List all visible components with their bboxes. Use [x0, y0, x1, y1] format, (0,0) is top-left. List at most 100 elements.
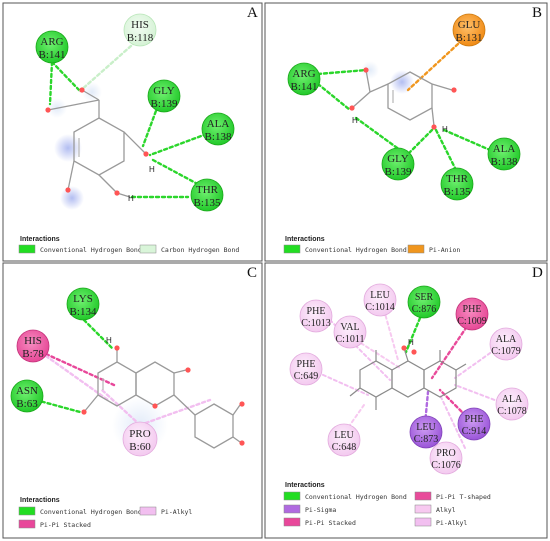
- polar-halo: [60, 186, 84, 210]
- residue-thr135[interactable]: THR B:135: [190, 178, 224, 212]
- svg-text:Pi-Alkyl: Pi-Alkyl: [161, 508, 192, 516]
- residue-arg141[interactable]: ARG B:141: [35, 30, 69, 64]
- pi-alkyl-line: [454, 384, 501, 403]
- conventional-hbond-line: [404, 316, 422, 354]
- residue-thr135[interactable]: THR B:135: [440, 167, 474, 201]
- svg-text:GLY: GLY: [153, 85, 175, 97]
- svg-text:B:138: B:138: [491, 156, 518, 168]
- panel-b-frame: [264, 2, 548, 262]
- svg-text:C:1011: C:1011: [335, 334, 364, 345]
- svg-text:B:118: B:118: [127, 32, 154, 44]
- svg-text:B:135: B:135: [444, 186, 471, 198]
- panel-d-letter: D: [532, 265, 543, 281]
- svg-text:GLU: GLU: [458, 19, 481, 31]
- atom-label-h: H: [408, 338, 414, 347]
- svg-text:HIS: HIS: [24, 335, 42, 347]
- panel-b: B H H: [264, 2, 548, 262]
- svg-text:Pi-Sigma: Pi-Sigma: [305, 506, 336, 514]
- residue-leu1014[interactable]: LEU C:1014: [363, 283, 397, 317]
- svg-text:Conventional Hydrogen Bond: Conventional Hydrogen Bond: [305, 493, 407, 501]
- atom-label-h: H: [106, 336, 112, 345]
- panel-d: D H: [264, 262, 548, 539]
- pi-alkyl-line: [311, 369, 369, 396]
- conventional-hbond-line: [434, 128, 457, 170]
- residue-pro1076[interactable]: PRO C:1076: [429, 441, 463, 475]
- polar-halo: [361, 61, 379, 79]
- svg-text:C:1078: C:1078: [497, 406, 526, 417]
- conventional-hbond-line: [316, 68, 368, 76]
- residue-lys134[interactable]: LYS B:134: [66, 287, 100, 321]
- svg-text:B:141: B:141: [39, 49, 66, 61]
- atom-label-h: H: [352, 116, 358, 125]
- svg-text:C:873: C:873: [414, 434, 438, 445]
- svg-text:Pi-Pi Stacked: Pi-Pi Stacked: [40, 521, 91, 529]
- residue-phe1009[interactable]: PHE C:1009: [455, 297, 489, 331]
- residue-glu131[interactable]: GLU B:131: [452, 13, 486, 47]
- polar-halo: [82, 82, 102, 102]
- svg-text:THR: THR: [196, 184, 219, 196]
- residue-phe914[interactable]: PHE C:914: [457, 407, 491, 441]
- ligand-molecule: [351, 69, 453, 127]
- residue-his78[interactable]: HIS B:78: [16, 329, 50, 363]
- svg-text:LEU: LEU: [370, 290, 390, 301]
- svg-text:Pi-Anion: Pi-Anion: [429, 246, 460, 254]
- svg-text:C:649: C:649: [294, 371, 318, 382]
- svg-text:ARG: ARG: [292, 68, 315, 80]
- atom-label-h: H: [149, 165, 155, 174]
- residue-gly139[interactable]: GLY B:139: [147, 79, 181, 113]
- svg-text:B:78: B:78: [22, 348, 44, 360]
- residue-leu873[interactable]: LEU C:873: [409, 415, 443, 449]
- svg-text:Pi-Alkyl: Pi-Alkyl: [436, 519, 467, 527]
- svg-text:C:1079: C:1079: [491, 346, 520, 357]
- residue-gly139[interactable]: GLY B:139: [381, 147, 415, 181]
- svg-text:Interactions: Interactions: [285, 482, 325, 489]
- conventional-hbond-line: [82, 318, 114, 350]
- legend-c: Interactions Conventional Hydrogen Bond …: [18, 497, 192, 529]
- svg-text:C:914: C:914: [462, 426, 486, 437]
- conventional-hbond-line: [34, 398, 82, 414]
- svg-text:ALA: ALA: [207, 118, 230, 130]
- residue-asn63[interactable]: ASN B:63: [10, 379, 44, 413]
- residue-pro60[interactable]: PRO B:60: [122, 421, 158, 457]
- alkyl-line: [355, 339, 401, 369]
- svg-text:B:60: B:60: [129, 441, 151, 453]
- svg-text:ASN: ASN: [16, 385, 38, 397]
- residue-ala1078[interactable]: ALA C:1078: [495, 387, 529, 421]
- residue-ala1079[interactable]: ALA C:1079: [489, 327, 523, 361]
- pi-alkyl-line: [439, 394, 466, 449]
- alkyl-line: [383, 309, 399, 361]
- residue-his118[interactable]: HIS B:118: [123, 13, 157, 47]
- residue-leu648[interactable]: LEU C:648: [327, 423, 361, 457]
- svg-text:PHE: PHE: [465, 414, 484, 425]
- svg-text:B:138: B:138: [205, 131, 232, 143]
- panel-b-letter: B: [532, 5, 542, 21]
- svg-text:VAL: VAL: [340, 322, 359, 333]
- residue-val1011[interactable]: VAL C:1011: [333, 315, 367, 349]
- ligand-molecule: [349, 347, 467, 410]
- svg-text:B:134: B:134: [70, 306, 97, 318]
- svg-text:ALA: ALA: [493, 143, 516, 155]
- svg-text:Interactions: Interactions: [20, 497, 60, 504]
- svg-text:Conventional Hydrogen Bond: Conventional Hydrogen Bond: [305, 246, 407, 254]
- panel-a: A: [2, 2, 263, 262]
- residue-arg141[interactable]: ARG B:141: [287, 62, 321, 96]
- pi-pi-tshaped-line: [430, 320, 472, 380]
- svg-text:PHE: PHE: [307, 306, 326, 317]
- conventional-hbond-line: [354, 116, 402, 152]
- svg-text:SER: SER: [415, 292, 434, 303]
- svg-text:Interactions: Interactions: [20, 236, 60, 243]
- residue-phe649[interactable]: PHE C:649: [289, 352, 323, 386]
- residue-ala138[interactable]: ALA B:138: [487, 137, 521, 171]
- panel-c: C H: [2, 262, 263, 539]
- svg-text:PRO: PRO: [129, 428, 150, 440]
- residue-phe1013[interactable]: PHE C:1013: [299, 299, 333, 333]
- svg-text:C:876: C:876: [412, 304, 436, 315]
- legend-a: Interactions Conventional Hydrogen Bond …: [18, 236, 239, 254]
- svg-text:GLY: GLY: [387, 153, 409, 165]
- svg-text:C:1076: C:1076: [431, 460, 460, 471]
- residue-ser876[interactable]: SER C:876: [407, 285, 441, 319]
- conventional-hbond-line: [148, 130, 214, 157]
- svg-text:C:1014: C:1014: [365, 302, 394, 313]
- svg-text:B:135: B:135: [194, 197, 221, 209]
- residue-ala138[interactable]: ALA B:138: [201, 112, 235, 146]
